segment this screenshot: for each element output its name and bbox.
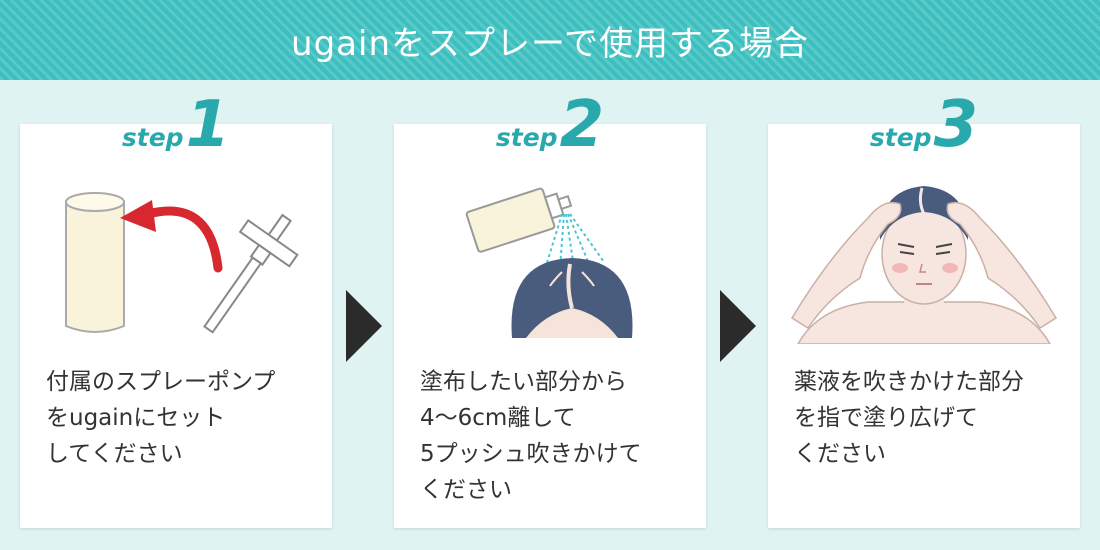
man-face-icon (797, 186, 1051, 344)
step-label: step (121, 123, 184, 152)
head-icon (511, 258, 633, 338)
step-number: 3 (933, 88, 979, 162)
step-label: step (869, 123, 932, 152)
step-label: step (495, 123, 558, 152)
bottle-icon (65, 192, 125, 333)
header-banner: ugainをスプレーで使用する場合 (0, 0, 1100, 80)
spraying-head-illustration (465, 187, 633, 338)
step-number: 1 (185, 88, 231, 162)
step-heading-1: step1 (20, 88, 332, 162)
spray-pump-icon (203, 213, 299, 334)
page-title: ugainをスプレーで使用する場合 (291, 23, 809, 64)
step-number: 2 (559, 88, 605, 162)
step-heading-2: step2 (394, 88, 706, 162)
step-description-2: 塗布したい部分から 4〜6cm離して 5プッシュ吹きかけて ください (420, 369, 642, 503)
curved-arrow-icon (120, 200, 223, 273)
step-description-1: 付属のスプレーポンプ をugainにセット してください (46, 369, 276, 467)
next-arrow-icon (720, 290, 756, 362)
massaging-scalp-illustration (790, 186, 1058, 344)
spray-mist-icon (545, 213, 605, 269)
next-arrow-icon (346, 290, 382, 362)
step-heading-3: step3 (768, 88, 1080, 162)
step-card-2: step2 塗布したい部分から 4〜6cm離して 5プッシュ吹きかけて ください (394, 88, 706, 528)
step-card-1: step1 付属のスプレーポンプ をugainにセット してください (20, 88, 332, 528)
spray-bottle-icon (465, 187, 573, 253)
hands-icon (790, 201, 1058, 330)
step-description-3: 薬液を吹きかけた部分 を指で塗り広げて ください (794, 369, 1024, 467)
bottle-and-pump-illustration (65, 192, 299, 334)
step-card-3: step3 薬液を吹きかけた部分 を指で塗り広げて ください (768, 88, 1080, 528)
